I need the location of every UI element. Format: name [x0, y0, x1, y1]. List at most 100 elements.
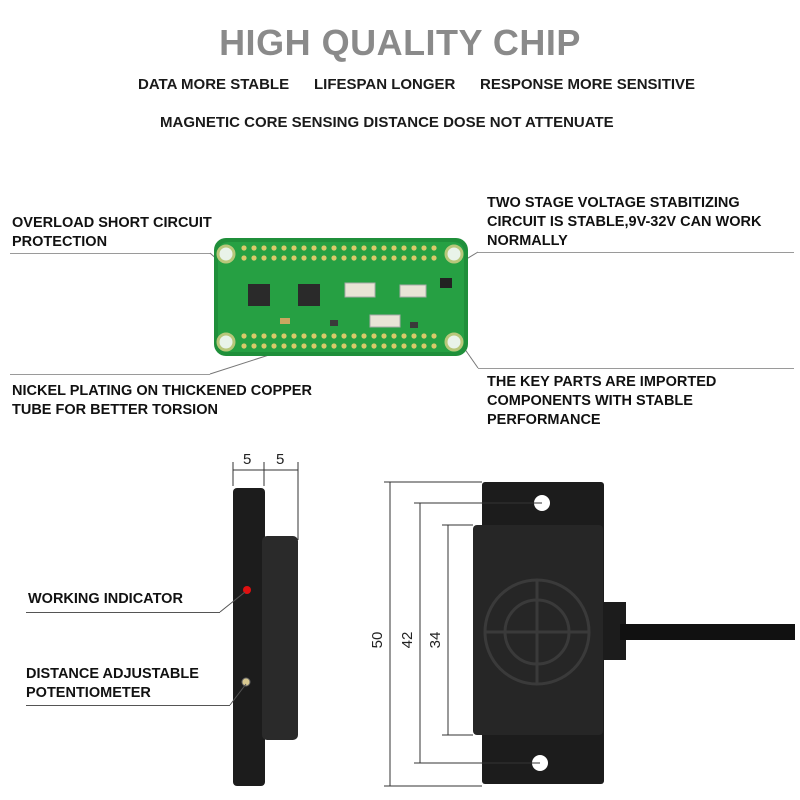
pcb-pad	[281, 343, 287, 349]
pcb-pad	[411, 255, 417, 261]
callout-voltage: TWO STAGE VOLTAGE STABITIZING CIRCUIT IS…	[487, 195, 762, 249]
pcb-pad	[261, 343, 267, 349]
pcb-pad	[381, 255, 387, 261]
pcb-pad	[331, 245, 337, 251]
callout-overload: OVERLOAD SHORT CIRCUIT PROTECTION	[12, 215, 212, 250]
pcb-pad	[421, 333, 427, 339]
callout-underline	[478, 252, 794, 253]
pcb-pad	[361, 255, 367, 261]
feature-lifespan: LIFESPAN LONGER	[314, 76, 456, 93]
pcb-pad	[271, 343, 277, 349]
dim-hole-spacing: 42	[399, 632, 416, 649]
sensor-front-view: 50 42 34	[369, 481, 795, 787]
pcb-pad	[371, 343, 377, 349]
callout-nickel: NICKEL PLATING ON THICKENED COPPER TUBE …	[12, 383, 312, 418]
pcb-pad	[341, 343, 347, 349]
pcb-pad	[371, 255, 377, 261]
pcb-pad	[341, 333, 347, 339]
pcb-pad	[401, 343, 407, 349]
pcb-pad	[321, 245, 327, 251]
pcb-pad	[271, 255, 277, 261]
callout-underline	[478, 368, 794, 369]
pcb-pad	[291, 255, 297, 261]
pcb-pad	[311, 343, 317, 349]
pcb-pad	[421, 343, 427, 349]
pcb-pad	[281, 255, 287, 261]
pcb-pad	[251, 333, 257, 339]
pcb-pad	[351, 255, 357, 261]
pcb-pad	[371, 245, 377, 251]
pcb-pad	[431, 245, 437, 251]
callout-underline	[26, 705, 230, 706]
pcb-pad	[391, 343, 397, 349]
pcb-pad	[321, 343, 327, 349]
feature-response: RESPONSE MORE SENSITIVE	[480, 76, 696, 93]
page-title: HIGH QUALITY CHIP	[219, 22, 581, 63]
pcb-pad	[431, 255, 437, 261]
pcb-pad	[391, 333, 397, 339]
pcb-pad	[361, 245, 367, 251]
pcb-pad	[241, 343, 247, 349]
callout-underline	[26, 612, 220, 613]
dim-face-height: 34	[427, 632, 444, 649]
pcb-pad	[321, 255, 327, 261]
pcb-pad	[361, 343, 367, 349]
pcb-pads	[241, 245, 437, 349]
pcb-pad	[341, 245, 347, 251]
callout-potentiometer: DISTANCE ADJUSTABLE POTENTIOMETER	[26, 666, 199, 701]
pcb-pad	[311, 255, 317, 261]
sensor-side-view: 5 5	[219, 451, 299, 786]
pcb-pad	[271, 245, 277, 251]
pcb-pad	[281, 245, 287, 251]
callout-key-parts: THE KEY PARTS ARE IMPORTED COMPONENTS WI…	[487, 374, 717, 428]
pcb-pad	[301, 343, 307, 349]
mount-hole	[444, 244, 464, 264]
pcb-pad	[411, 245, 417, 251]
pcb-pad	[261, 255, 267, 261]
pcb-pad	[351, 333, 357, 339]
pcb-pad	[331, 333, 337, 339]
callout-underline	[10, 374, 210, 375]
pcb-pad	[291, 333, 297, 339]
potentiometer-knob	[241, 677, 251, 687]
callout-underline	[10, 253, 210, 254]
pcb-board	[214, 238, 468, 356]
pcb-pad	[281, 333, 287, 339]
pcb-pad	[371, 333, 377, 339]
pcb-pad	[251, 343, 257, 349]
pcb-pad	[311, 333, 317, 339]
pcb-pad	[401, 245, 407, 251]
pcb-pad	[341, 255, 347, 261]
component-chip	[440, 278, 452, 288]
component-smd	[410, 322, 418, 328]
connector	[344, 282, 376, 298]
pcb-pad	[321, 333, 327, 339]
component-smd	[330, 320, 338, 326]
mount-hole	[444, 332, 464, 352]
feature-data-stable: DATA MORE STABLE	[138, 76, 290, 93]
subline: MAGNETIC CORE SENSING DISTANCE DOSE NOT …	[160, 114, 614, 131]
pcb-pad	[251, 245, 257, 251]
pcb-pad	[401, 333, 407, 339]
pcb-pad	[331, 255, 337, 261]
pcb-pad	[261, 333, 267, 339]
dim-side-left: 5	[243, 451, 251, 468]
pcb-pad	[241, 245, 247, 251]
pcb-pad	[301, 245, 307, 251]
pcb-pad	[361, 333, 367, 339]
pcb-pad	[381, 333, 387, 339]
callout-indicator: WORKING INDICATOR	[28, 591, 183, 607]
mount-hole	[216, 332, 236, 352]
connector	[369, 314, 401, 328]
pcb-pad	[291, 245, 297, 251]
component-regulator	[248, 284, 270, 306]
pcb-pad	[311, 245, 317, 251]
pcb-pad	[401, 255, 407, 261]
pcb-pad	[351, 245, 357, 251]
connector	[399, 284, 427, 298]
pcb-pad	[381, 245, 387, 251]
pcb-pad	[391, 255, 397, 261]
pcb-pad	[381, 343, 387, 349]
pcb-pad	[251, 255, 257, 261]
